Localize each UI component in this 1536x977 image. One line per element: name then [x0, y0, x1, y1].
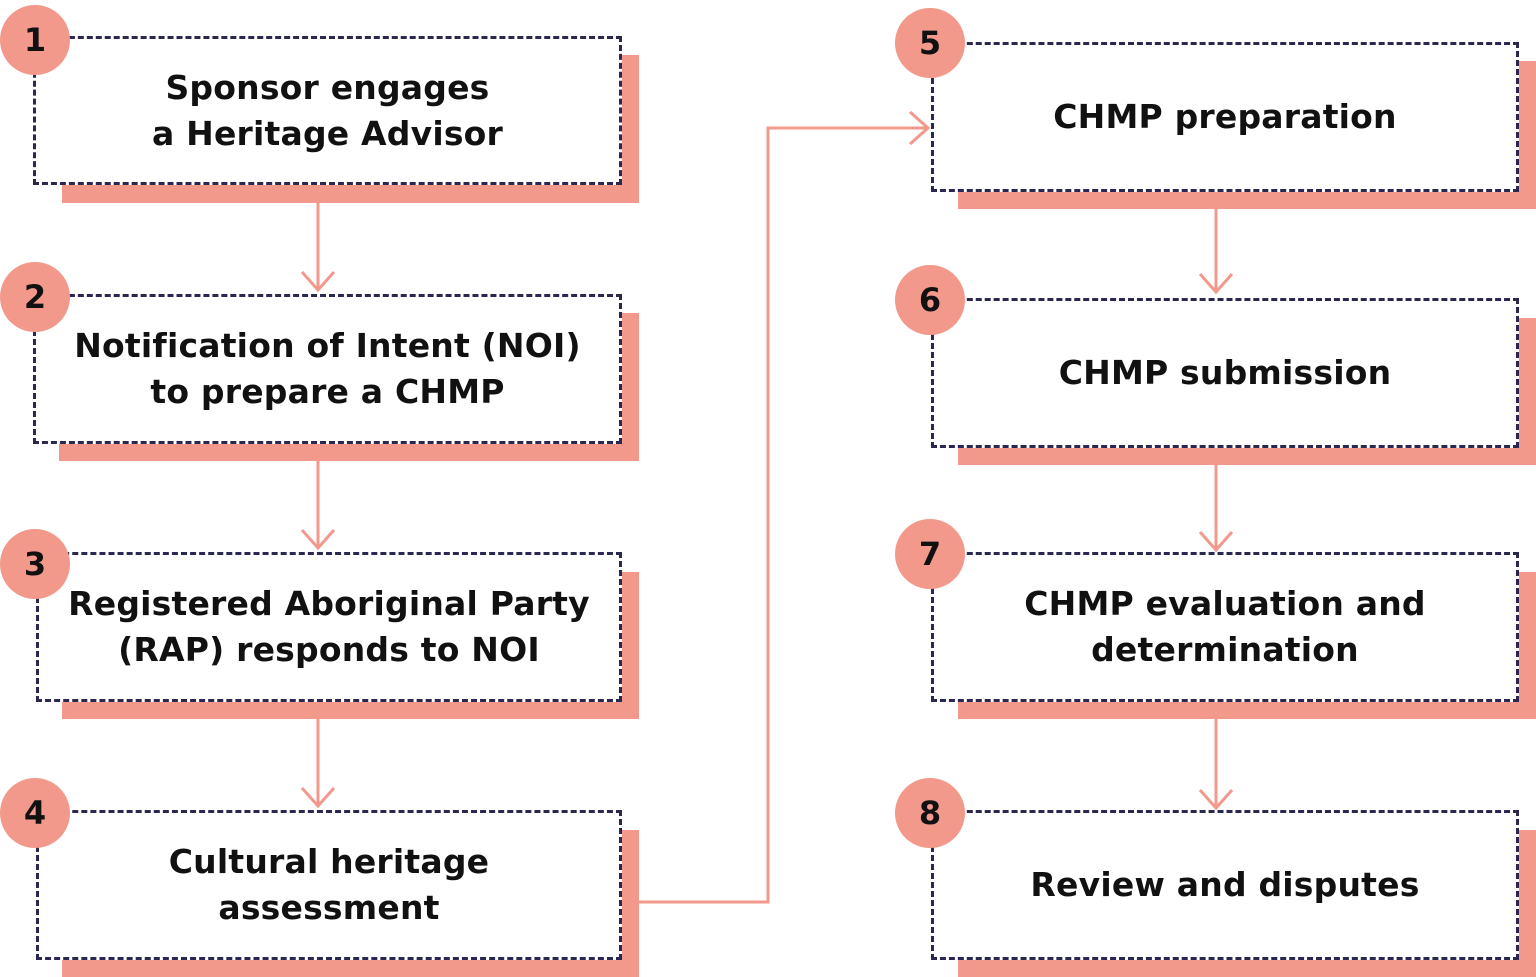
- step-1-number-badge: 1: [0, 5, 70, 75]
- step-4-number-badge: 4: [0, 778, 70, 848]
- step-8-box: Review and disputes: [931, 810, 1519, 960]
- step-4-label: Cultural heritage assessment: [168, 842, 490, 927]
- arrowhead-6-to-7: [1198, 531, 1234, 553]
- step-7-label: CHMP evaluation and determination: [1024, 584, 1426, 669]
- step-2-label: Notification of Intent (NOI) to prepare …: [74, 326, 581, 411]
- step-3-label: Registered Aboriginal Party (RAP) respon…: [68, 584, 590, 669]
- step-7-box: CHMP evaluation and determination: [931, 552, 1519, 702]
- step-5-label: CHMP preparation: [1053, 97, 1397, 136]
- arrowhead-5-to-6: [1198, 273, 1234, 295]
- arrowhead-1-to-2: [300, 271, 336, 293]
- step-8-number-badge: 8: [895, 778, 965, 848]
- arrowhead-3-to-4: [300, 787, 336, 809]
- arrowhead-7-to-8: [1198, 789, 1234, 811]
- step-4-box: Cultural heritage assessment: [36, 810, 622, 960]
- step-6-box: CHMP submission: [931, 298, 1519, 448]
- step-2-number-badge: 2: [0, 262, 70, 332]
- step-1-label: Sponsor engages a Heritage Advisor: [151, 67, 504, 153]
- step-2-box: Notification of Intent (NOI) to prepare …: [33, 294, 622, 444]
- arrowhead-2-to-3: [300, 529, 336, 551]
- step-5-box: CHMP preparation: [931, 42, 1519, 192]
- step-6-number-badge: 6: [895, 265, 965, 335]
- step-3-number-badge: 3: [0, 529, 70, 599]
- arrowhead-4-to-5: [909, 110, 931, 146]
- step-1-box: Sponsor engages a Heritage Advisor: [33, 36, 622, 185]
- step-5-number-badge: 5: [895, 8, 965, 78]
- step-7-number-badge: 7: [895, 519, 965, 589]
- step-3-box: Registered Aboriginal Party (RAP) respon…: [36, 552, 622, 702]
- step-6-label: CHMP submission: [1058, 353, 1392, 392]
- step-8-label: Review and disputes: [1030, 865, 1420, 904]
- arrow-4-to-5: [637, 126, 928, 904]
